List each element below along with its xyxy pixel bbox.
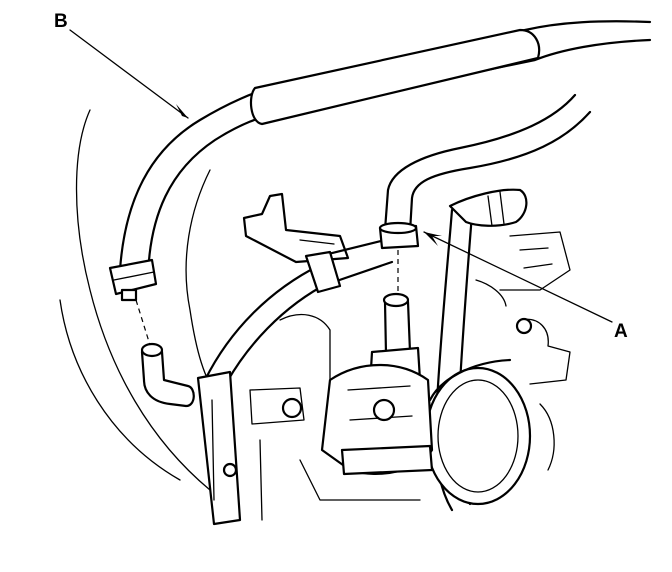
bracket [242, 192, 350, 264]
throttle-body [424, 358, 532, 506]
hose-clamp-b [108, 258, 158, 302]
hose-a [304, 93, 592, 294]
engine-detail-right [515, 317, 571, 471]
callout-label-a: A [614, 321, 628, 342]
callout-label-b: B [54, 11, 68, 32]
engine-body-left [59, 109, 221, 491]
bracket-right [475, 231, 571, 307]
leader-line-b [69, 29, 189, 119]
lower-frame [249, 313, 421, 521]
fitting-left [140, 342, 195, 408]
hose-b [118, 20, 652, 278]
hose-b-sleeve [249, 28, 541, 126]
leader-line-a [423, 231, 613, 323]
lower-hose-left [196, 263, 332, 526]
central-housing [320, 364, 434, 476]
